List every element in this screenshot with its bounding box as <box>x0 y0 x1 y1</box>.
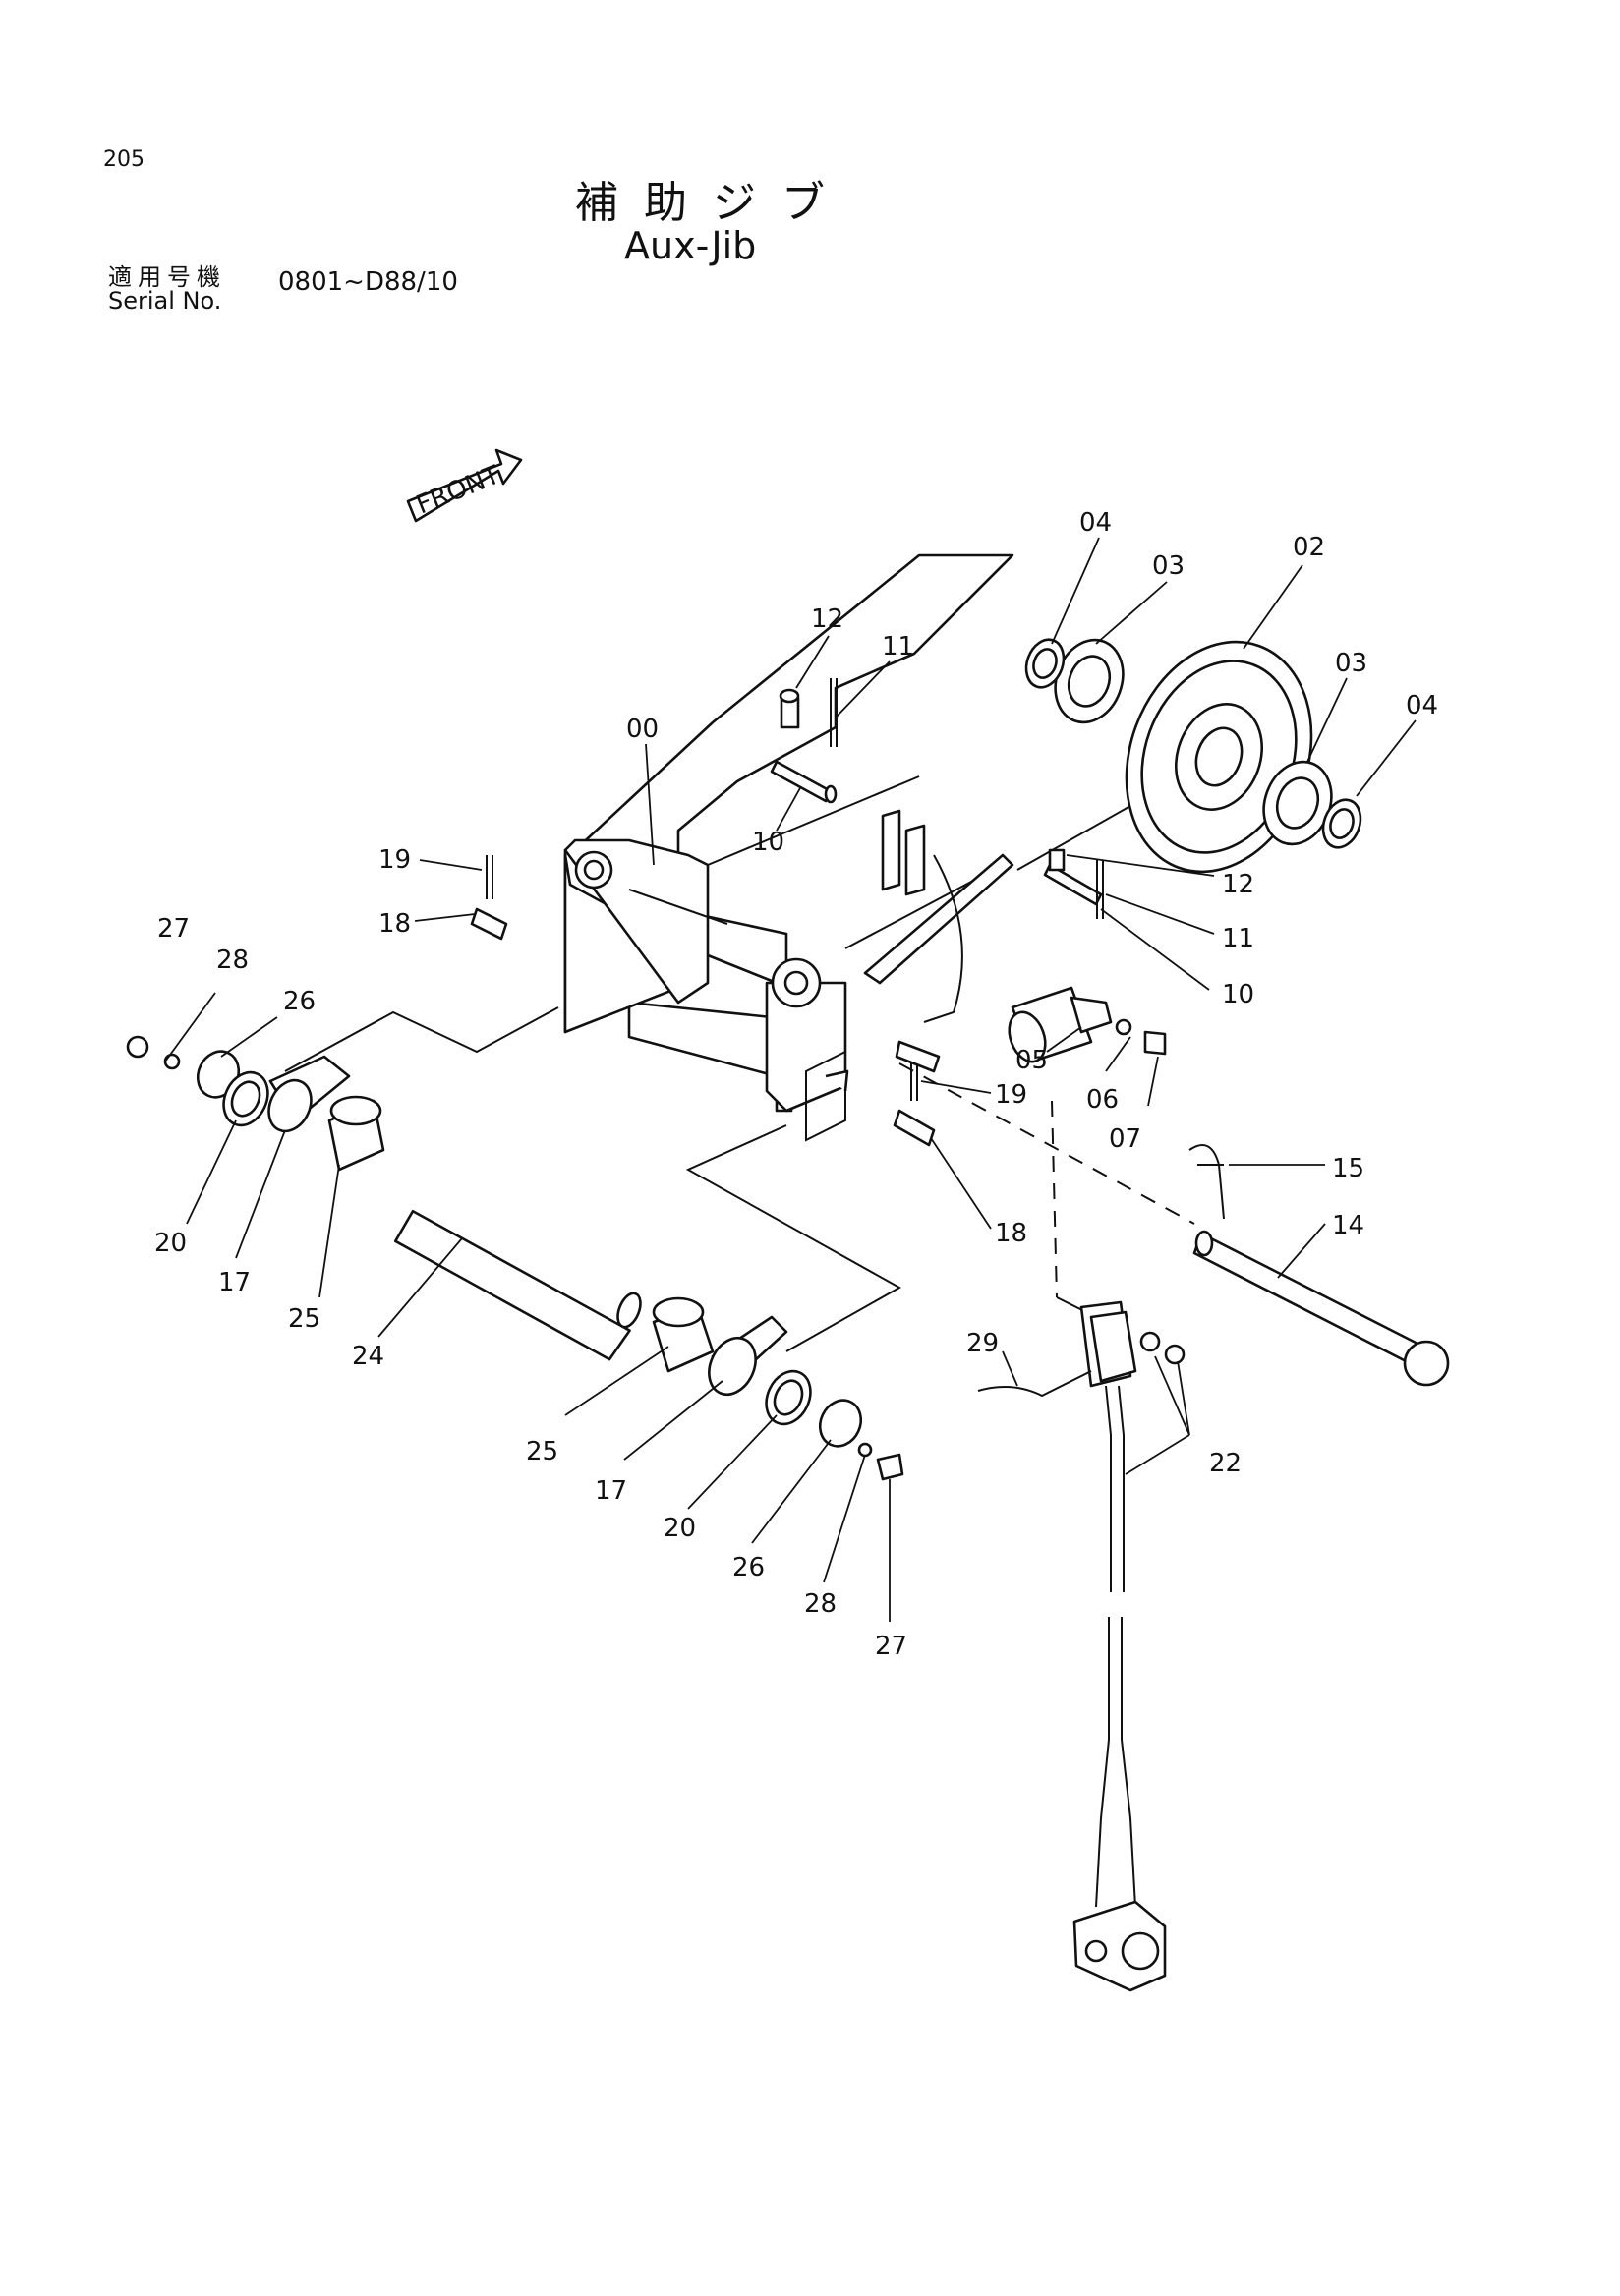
callout-12-upper: 12 <box>811 604 843 634</box>
callout-11-lower: 11 <box>1222 924 1254 953</box>
cylinder-05-group <box>895 986 1167 1073</box>
page-number: 205 <box>103 147 145 172</box>
page-title-ja: 補助ジブ <box>575 178 850 228</box>
jib-frame <box>563 553 1014 1142</box>
callout-11-upper: 11 <box>882 632 914 661</box>
callout-17-right: 17 <box>595 1476 627 1506</box>
callout-26-right: 26 <box>732 1553 765 1582</box>
callout-28-left: 28 <box>216 946 249 975</box>
callout-04-upper: 04 <box>1079 508 1112 538</box>
callout-numbers: 04 03 02 03 04 12 11 00 10 19 18 12 11 1… <box>154 508 1438 1661</box>
page-title-en: Aux-Jib <box>624 224 757 267</box>
callout-03-upper: 03 <box>1152 551 1185 581</box>
callout-19-upper: 19 <box>378 845 411 875</box>
callout-10-upper: 10 <box>752 828 784 857</box>
assembly-lines <box>284 1006 1195 1352</box>
callout-00: 00 <box>626 715 659 744</box>
callout-06: 06 <box>1086 1085 1119 1115</box>
callout-17-left: 17 <box>218 1268 251 1297</box>
callout-25-right: 25 <box>526 1437 558 1466</box>
upper-pin-assembly <box>770 678 1104 919</box>
callout-02: 02 <box>1293 533 1325 562</box>
callout-20-left: 20 <box>154 1229 187 1258</box>
callout-18-upper: 18 <box>378 909 411 939</box>
callout-04-lower: 04 <box>1406 691 1438 720</box>
serial-label-ja: 適用号機 <box>108 263 226 291</box>
hook-block-assembly <box>977 1300 1186 1992</box>
callout-24: 24 <box>352 1342 384 1371</box>
side-pins <box>470 855 936 1147</box>
callout-03-lower: 03 <box>1335 649 1367 678</box>
callout-28-right: 28 <box>804 1589 837 1619</box>
callout-14: 14 <box>1332 1211 1364 1240</box>
callout-07: 07 <box>1109 1124 1141 1154</box>
callout-05: 05 <box>1015 1046 1048 1075</box>
leader-lines <box>164 537 1417 1622</box>
sheave-02 <box>1125 640 1313 874</box>
callout-29: 29 <box>966 1329 999 1358</box>
callout-25-left: 25 <box>288 1304 320 1334</box>
long-pin-14 <box>1188 1144 1450 1387</box>
callout-15: 15 <box>1332 1154 1364 1183</box>
callout-12-lower: 12 <box>1222 870 1254 899</box>
front-label: FRONT <box>412 460 504 520</box>
callout-27-right: 27 <box>875 1632 907 1661</box>
callout-18-lower: 18 <box>995 1219 1027 1248</box>
callout-26-left: 26 <box>283 987 316 1016</box>
callout-27-left: 27 <box>157 914 190 944</box>
callout-20-right: 20 <box>664 1514 696 1543</box>
front-arrow-icon: FRONT <box>406 448 523 523</box>
serial-label-en: Serial No. <box>108 287 222 315</box>
callout-19-lower: 19 <box>995 1080 1027 1110</box>
callout-10-lower: 10 <box>1222 980 1254 1009</box>
serial-value: 0801~D88/10 <box>278 267 458 297</box>
callout-22: 22 <box>1209 1449 1242 1478</box>
